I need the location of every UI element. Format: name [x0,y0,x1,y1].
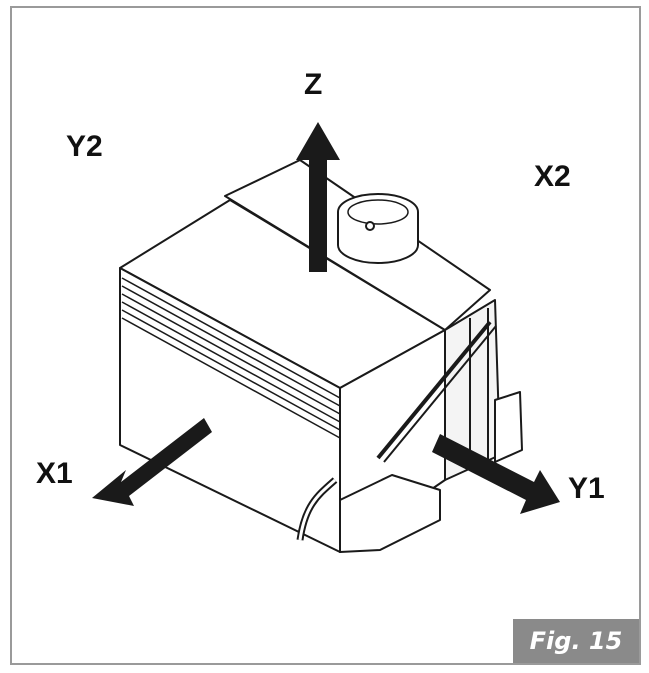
axis-label-x2: X2 [534,160,571,193]
duct-collar-body [337,212,419,264]
y1-arrow [432,434,560,514]
figure-label: Fig. 15 [513,619,639,663]
z-arrow [296,122,340,272]
axis-label-x1: X1 [36,457,73,490]
bottom-bracket [339,474,441,553]
axis-label-y2: Y2 [66,130,103,163]
diagonal-strut [376,320,492,460]
axis-label-z: Z [304,68,323,101]
axis-label-y1: Y1 [568,472,605,505]
x1-arrow [92,418,212,506]
